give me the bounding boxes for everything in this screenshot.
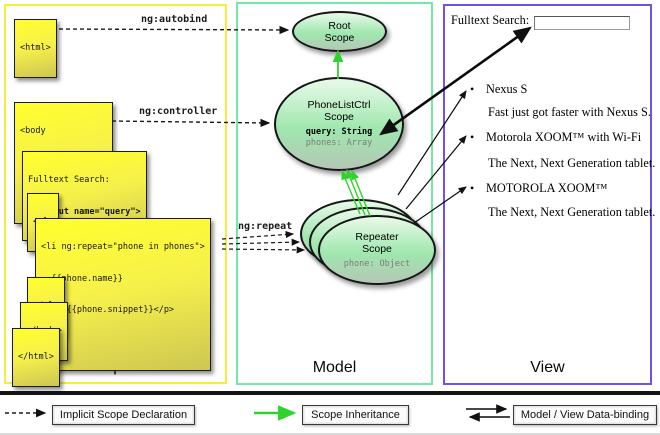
phonelistctrl-scope-title: Scope <box>324 111 354 123</box>
legend-label: Scope Inheritance <box>311 409 400 421</box>
repeat-label: ng:repeat <box>238 221 293 232</box>
item-name-text: MOTOROLA XOOM™ <box>486 181 608 195</box>
code-text: Fulltext Search: <box>28 175 110 185</box>
search-input[interactable] <box>534 16 630 30</box>
code-text: <html> <box>20 43 51 53</box>
root-scope-ellipse: Root Scope <box>292 11 387 52</box>
bottom-edge-line <box>0 433 660 435</box>
repeater-scope-title: Repeater <box>355 230 399 243</box>
legend-model-view-databinding: Model / View Data-binding <box>513 405 657 425</box>
item-name-text: Nexus S <box>486 82 528 96</box>
legend-scope-inheritance: Scope Inheritance <box>302 405 409 425</box>
model-column-label: Model <box>312 359 357 376</box>
scope-property-phones: phones: Array <box>305 138 373 148</box>
code-text: {{phone.name}} <box>41 273 123 284</box>
code-text: <li ng:repeat="phone in phones"> <box>41 242 205 252</box>
root-scope-title: Scope <box>324 31 355 44</box>
root-scope-title: Root <box>328 19 351 32</box>
list-item-name: • Motorola XOOM™ with Wi-Fi <box>470 130 641 145</box>
list-item-desc: The Next, Next Generation tablet. <box>488 156 656 170</box>
code-text: <p>{{phone.snippet}}</p> <box>41 305 175 315</box>
legend-label: Model / View Data-binding <box>520 409 650 421</box>
view-column-label: View <box>530 359 565 376</box>
repeater-scope-ellipse-front: Repeater Scope phone: Object <box>318 215 436 285</box>
bullet-icon: • <box>470 181 475 195</box>
item-name-text: Motorola XOOM™ with Wi-Fi <box>486 130 642 144</box>
code-box-html-open: <html> <box>14 19 57 78</box>
scope-property-query: query: String <box>305 127 373 137</box>
legend-separator-line <box>0 391 660 395</box>
code-text: </html> <box>18 352 54 362</box>
repeater-scope-title: Scope <box>362 242 392 255</box>
list-item-desc: The Next, Next Generation tablet. <box>488 205 656 219</box>
bullet-icon: • <box>470 130 475 144</box>
phonelistctrl-scope-ellipse: PhoneListCtrl Scope query: String phones… <box>274 77 404 171</box>
controller-label: ng:controller <box>139 106 218 117</box>
autobind-label: ng:autobind <box>141 14 208 25</box>
code-text: <body <box>20 126 46 136</box>
code-box-html-close: </html> <box>12 328 60 387</box>
list-item-name: • MOTOROLA XOOM™ <box>470 181 607 196</box>
bullet-icon: • <box>470 82 475 96</box>
legend-implicit-scope-declaration: Implicit Scope Declaration <box>52 405 195 425</box>
list-item-name: • Nexus S <box>470 82 527 97</box>
phonelistctrl-scope-title: PhoneListCtrl <box>307 99 371 111</box>
legend-label: Implicit Scope Declaration <box>59 409 188 421</box>
scope-property-phone: phone: Object <box>343 258 411 269</box>
list-item-desc: Fast just got faster with Nexus S. <box>488 105 651 119</box>
model-column: Model <box>236 2 433 385</box>
view-search-label: Fulltext Search: <box>451 13 530 27</box>
